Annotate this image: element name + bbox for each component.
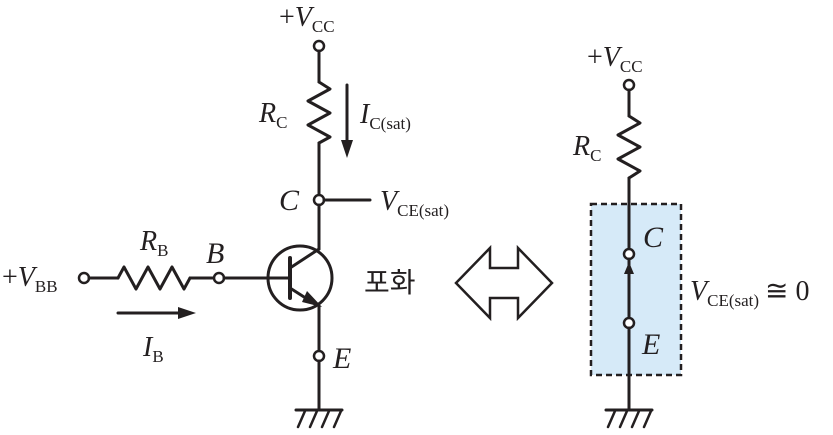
vce-sat-approx-label: VCE(sat)≅ 0 (690, 276, 810, 310)
transistor-collector-leg (288, 247, 321, 270)
ib-arrow-head (178, 307, 196, 319)
vcc-label-right: +VCC (587, 42, 643, 76)
equivalence-arrow (454, 244, 554, 322)
ib-label: IB (142, 332, 164, 366)
node-c-label-left: C (279, 184, 300, 217)
vcc-label-left: +VCC (279, 2, 335, 36)
rc-resistor (306, 80, 332, 145)
rc-label-right: RC (572, 131, 601, 165)
ic-arrow-head (341, 140, 353, 158)
node-c-label-right: C (643, 221, 664, 254)
rc-resistor-right (616, 114, 642, 180)
rb-resistor (116, 265, 192, 291)
rb-label: RB (139, 226, 168, 260)
ground-symbol-left (294, 408, 344, 429)
switch-arrow-head (624, 262, 634, 274)
rc-label-left: RC (258, 98, 287, 132)
node-e-label-right: E (641, 328, 660, 361)
ground-symbol-right (604, 408, 654, 429)
node-b-label: B (206, 237, 224, 270)
vbb-label: +VBB (2, 262, 58, 296)
ic-label: IC(sat) (359, 99, 411, 133)
transistor-body (266, 244, 334, 312)
right-circuit (604, 78, 654, 429)
emitter-arrow-head (302, 291, 322, 307)
saturation-label: 포화 (364, 266, 416, 299)
left-circuit (77, 39, 372, 429)
vce-sat-label: VCE(sat) (380, 186, 449, 220)
closed-switch-box (589, 202, 683, 377)
node-e-label-left: E (332, 342, 351, 375)
